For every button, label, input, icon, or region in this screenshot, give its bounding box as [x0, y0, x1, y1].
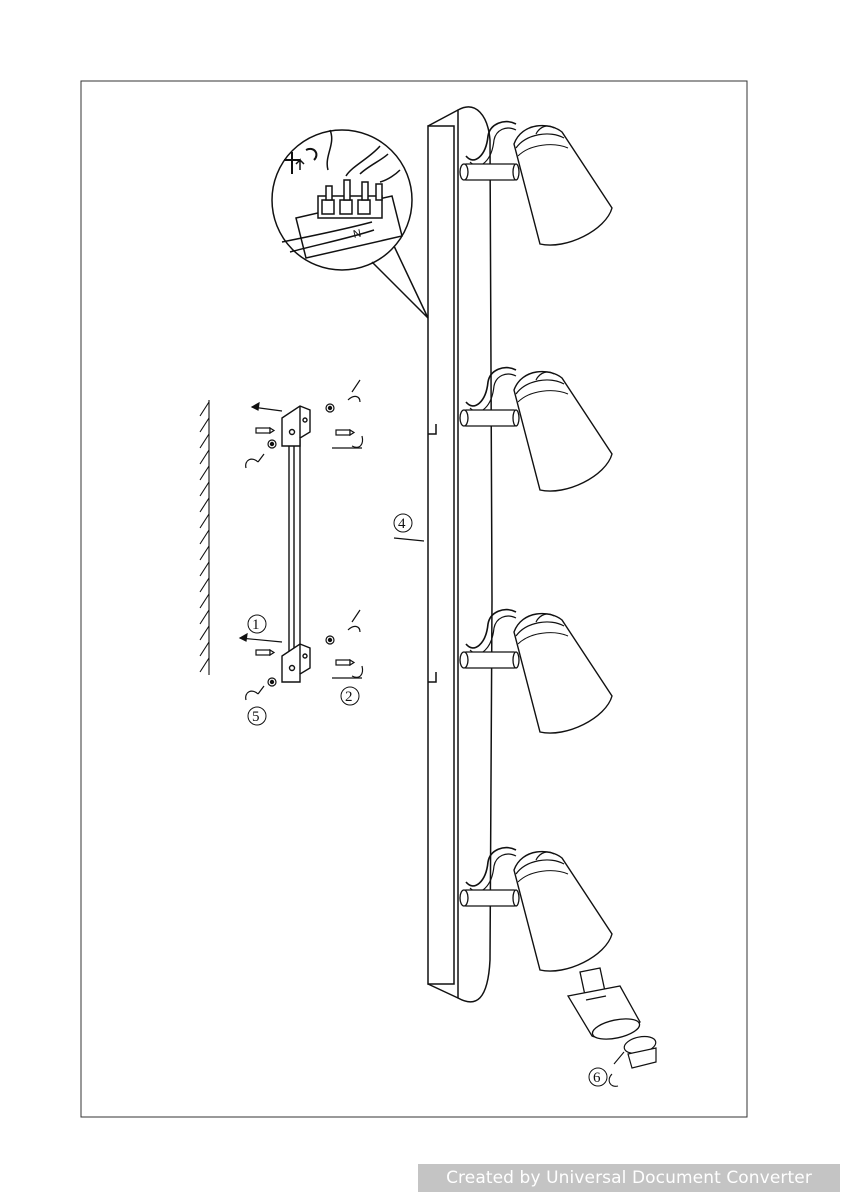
mounting-bracket: [281, 405, 311, 683]
step-4-arrow: [393, 537, 425, 542]
step-2-label: 2: [345, 689, 353, 705]
step-5-label: 5: [252, 709, 260, 725]
lamp-cover: [623, 1035, 657, 1069]
wiring-callout: [271, 129, 429, 319]
step-labels: [247, 187, 608, 1087]
step-4-label: 4: [398, 516, 406, 532]
step-1-label: 1: [252, 617, 260, 633]
converter-watermark: Created by Universal Document Converter: [418, 1164, 840, 1192]
wall-hatching: [199, 400, 210, 675]
page-frame: [80, 80, 748, 1118]
step-6-label: 6: [593, 1070, 601, 1086]
gu10-bulb: [566, 967, 641, 1040]
fasteners: [238, 379, 364, 701]
terminal-n-label: N: [352, 228, 362, 241]
step-6-rotate-arrow: [608, 1051, 625, 1087]
base-plate: [427, 106, 493, 1003]
